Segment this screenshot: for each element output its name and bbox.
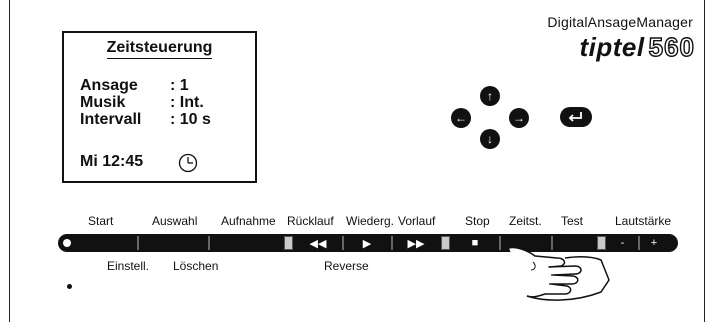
logo-word: tiptel [579,32,645,62]
display-row-intervall: Intervall: 10 s [80,111,211,128]
label-einstell: Einstell. [107,259,150,273]
label-wiederg: Wiederg. [346,214,395,228]
brand-logo: tiptel 560 [579,31,696,63]
label-ruecklauf: Rücklauf [287,214,334,228]
label-stop: Stop [465,214,490,228]
display-row-musik: Musik: Int. [80,94,204,111]
start-button[interactable] [72,234,136,252]
device-panel [9,0,705,322]
volume-up-button[interactable]: + [650,237,658,249]
lcd-display: Zeitsteuerung Ansage: 1 Musik: Int. Inte… [62,31,257,183]
forward-button[interactable]: ▶▶ [407,237,425,250]
display-row-ansage: Ansage: 1 [80,77,189,94]
display-title: Zeitsteuerung [106,39,213,59]
rewind-button[interactable]: ◀◀ [309,237,327,250]
arrow-left-icon[interactable]: ← [451,108,471,128]
clock-icon [178,153,198,173]
label-aufnahme: Aufnahme [221,214,276,228]
status-lamp [63,239,71,247]
stop-button[interactable]: ■ [471,237,479,249]
volume-down-button[interactable]: - [620,237,625,249]
label-auswahl: Auswahl [152,214,198,228]
enter-icon[interactable] [560,107,592,127]
arrow-down-icon[interactable]: ↓ [480,129,500,149]
label-test: Test [561,214,584,228]
label-zeitst: Zeitst. [509,214,542,228]
control-bar: ◀◀ ▶ ▶▶ ■ - + [58,234,678,252]
aufnahme-button[interactable] [210,234,281,252]
label-reverse: Reverse [324,259,369,273]
pointing-hand-icon [508,246,610,301]
logo-number: 560 [648,31,695,62]
label-vorlauf: Vorlauf [398,214,436,228]
display-clock: Mi 12:45 [80,153,144,170]
label-loeschen: Löschen [173,259,219,273]
label-start: Start [88,214,114,228]
arrow-up-icon[interactable]: ↑ [480,86,500,106]
play-button[interactable]: ▶ [362,237,372,250]
indicator-dot [67,284,72,289]
arrow-right-icon[interactable]: → [509,108,529,128]
label-lautstaerke: Lautstärke [615,214,672,228]
auswahl-button[interactable] [139,234,207,252]
product-line: DigitalAnsageManager [547,14,693,30]
